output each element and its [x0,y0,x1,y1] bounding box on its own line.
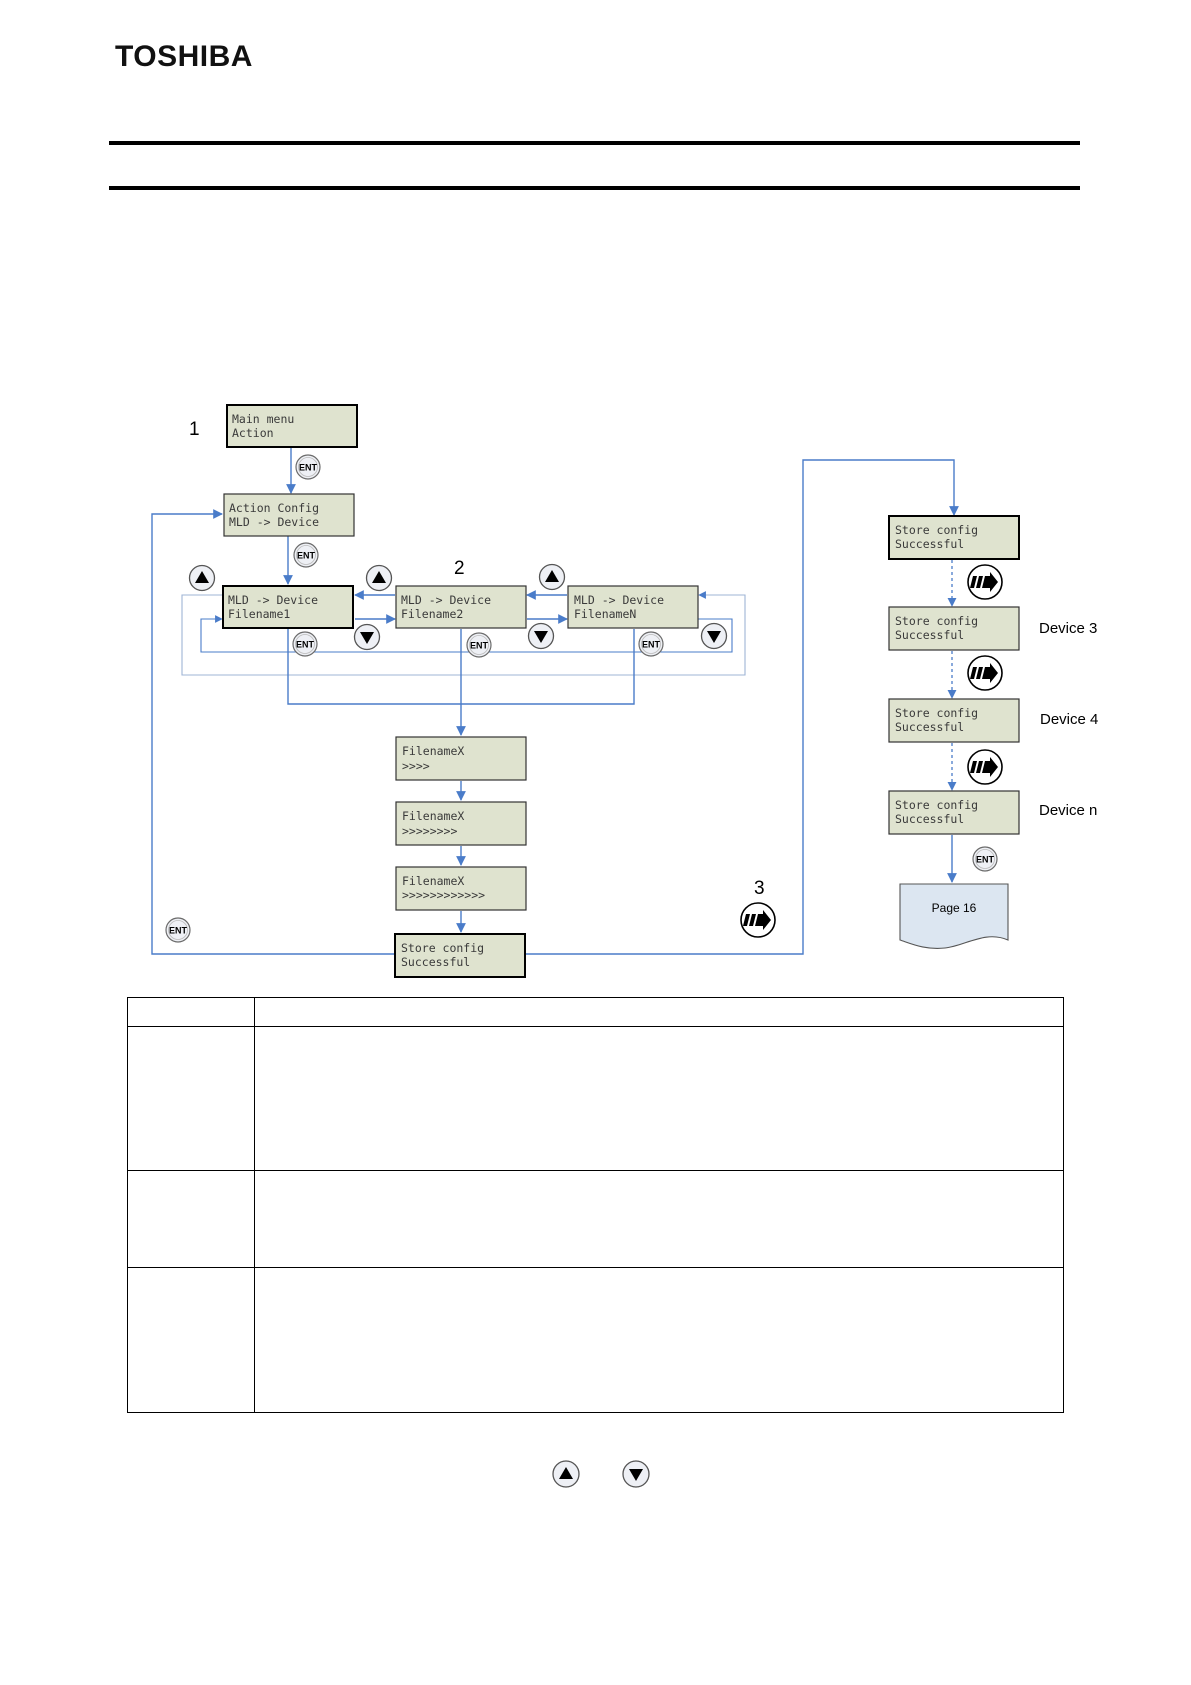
lcd-store-config-main: Store config Successful [394,933,526,978]
next-device-key-icon [967,655,1003,691]
lcd-store-config-right-4: Store config Successful [888,790,1020,835]
connector-lines [151,448,959,955]
lcd-store-config-right-1: Store config Successful [888,515,1020,560]
enter-key-icon: ENT [972,846,998,872]
enter-key-icon: ENT [292,631,318,657]
lcd-line-2: MLD -> Device [229,515,319,529]
table-row [127,997,1064,1027]
lcd-action-config: Action Config MLD -> Device [223,493,355,537]
lcd-line-2: Successful [895,812,964,826]
lcd-store-config-right-2: Store config Successful [888,606,1020,651]
step-number-2: 2 [454,558,465,579]
step-description-table [127,997,1064,1413]
lcd-line-2: Successful [895,720,964,734]
enter-key-icon: ENT [638,631,664,657]
table-cell-description [254,1026,1064,1171]
lcd-line-1: MLD -> Device [574,593,664,607]
bottom-key-icons [552,1460,650,1488]
lcd-file-1: MLD -> Device Filename1 [222,585,354,629]
header-rule-top [109,141,1080,145]
lcd-line-1: MLD -> Device [228,593,318,607]
lcd-line-1: Store config [895,706,978,720]
up-arrow-key-icon [538,563,566,591]
lcd-file-2: MLD -> Device Filename2 [395,585,527,629]
table-row [127,1267,1064,1413]
enter-key-icon: ENT [295,454,321,480]
up-arrow-key-icon [365,564,393,592]
table-cell-description [254,1267,1064,1413]
lcd-line-2: Filename1 [228,607,290,621]
svg-text:ENT: ENT [299,463,318,473]
device-label-3: Device 3 [1039,620,1097,637]
svg-text:ENT: ENT [296,640,315,650]
svg-text:ENT: ENT [642,640,661,650]
lcd-line-1: FilenameX [402,874,464,888]
lcd-line-2: >>>>>>>> [402,824,457,838]
lcd-line-1: MLD -> Device [401,593,491,607]
next-device-key-icon [967,564,1003,600]
enter-key-icon: ENT [293,542,319,568]
table-row [127,1170,1064,1268]
table-cell-step [127,1026,255,1171]
enter-key-icon: ENT [165,917,191,943]
lcd-main-menu: Main menu Action [226,404,358,448]
header-rule-bottom [109,186,1080,190]
down-arrow-key-icon [622,1460,650,1488]
flow-diagram: Main menu Action Action Config MLD -> De… [151,404,1098,978]
lcd-line-2: >>>> [402,759,430,773]
lcd-store-config-right-3: Store config Successful [888,698,1020,743]
lcd-line-2: >>>>>>>>>>>> [402,888,485,902]
step-number-1: 1 [189,419,200,440]
lcd-line-2: Successful [401,955,470,969]
table-cell-description [254,997,1064,1027]
table-row [127,1026,1064,1171]
table-cell-description [254,1170,1064,1268]
down-arrow-key-icon [700,622,728,650]
device-label-n: Device n [1039,802,1097,819]
enter-key-icon: ENT [466,632,492,658]
lcd-line-2: Successful [895,537,964,551]
lcd-line-1: FilenameX [402,744,464,758]
lcd-line-1: Store config [895,614,978,628]
svg-text:ENT: ENT [976,855,995,865]
lcd-progress-3: FilenameX >>>>>>>>>>>> [395,866,527,911]
lcd-line-1: Action Config [229,501,319,515]
lcd-line-2: Successful [895,628,964,642]
next-device-key-icon [740,902,776,938]
lcd-line-1: Main menu [232,412,294,426]
svg-text:ENT: ENT [169,926,188,936]
lcd-file-n: MLD -> Device FilenameN [567,585,699,629]
lcd-line-2: FilenameN [574,607,636,621]
page-reference-icon: Page 16 [899,883,1009,949]
svg-text:ENT: ENT [297,551,316,561]
lcd-progress-2: FilenameX >>>>>>>> [395,801,527,846]
table-cell-step [127,997,255,1027]
svg-text:ENT: ENT [470,641,489,651]
next-device-key-icon [967,749,1003,785]
lcd-line-1: Store config [895,798,978,812]
lcd-line-1: Store config [401,941,484,955]
up-arrow-key-icon [552,1460,580,1488]
down-arrow-key-icon [527,622,555,650]
toshiba-logo: TOSHIBA [115,40,253,73]
lcd-line-2: Action [232,426,274,440]
device-label-4: Device 4 [1040,711,1098,728]
up-arrow-key-icon [188,564,216,592]
step-number-3: 3 [754,878,765,899]
lcd-line-2: Filename2 [401,607,463,621]
table-cell-step [127,1170,255,1268]
table-cell-step [127,1267,255,1413]
lcd-progress-1: FilenameX >>>> [395,736,527,781]
lcd-line-1: Store config [895,523,978,537]
page-reference-label: Page 16 [932,901,977,915]
lcd-line-1: FilenameX [402,809,464,823]
down-arrow-key-icon [353,623,381,651]
